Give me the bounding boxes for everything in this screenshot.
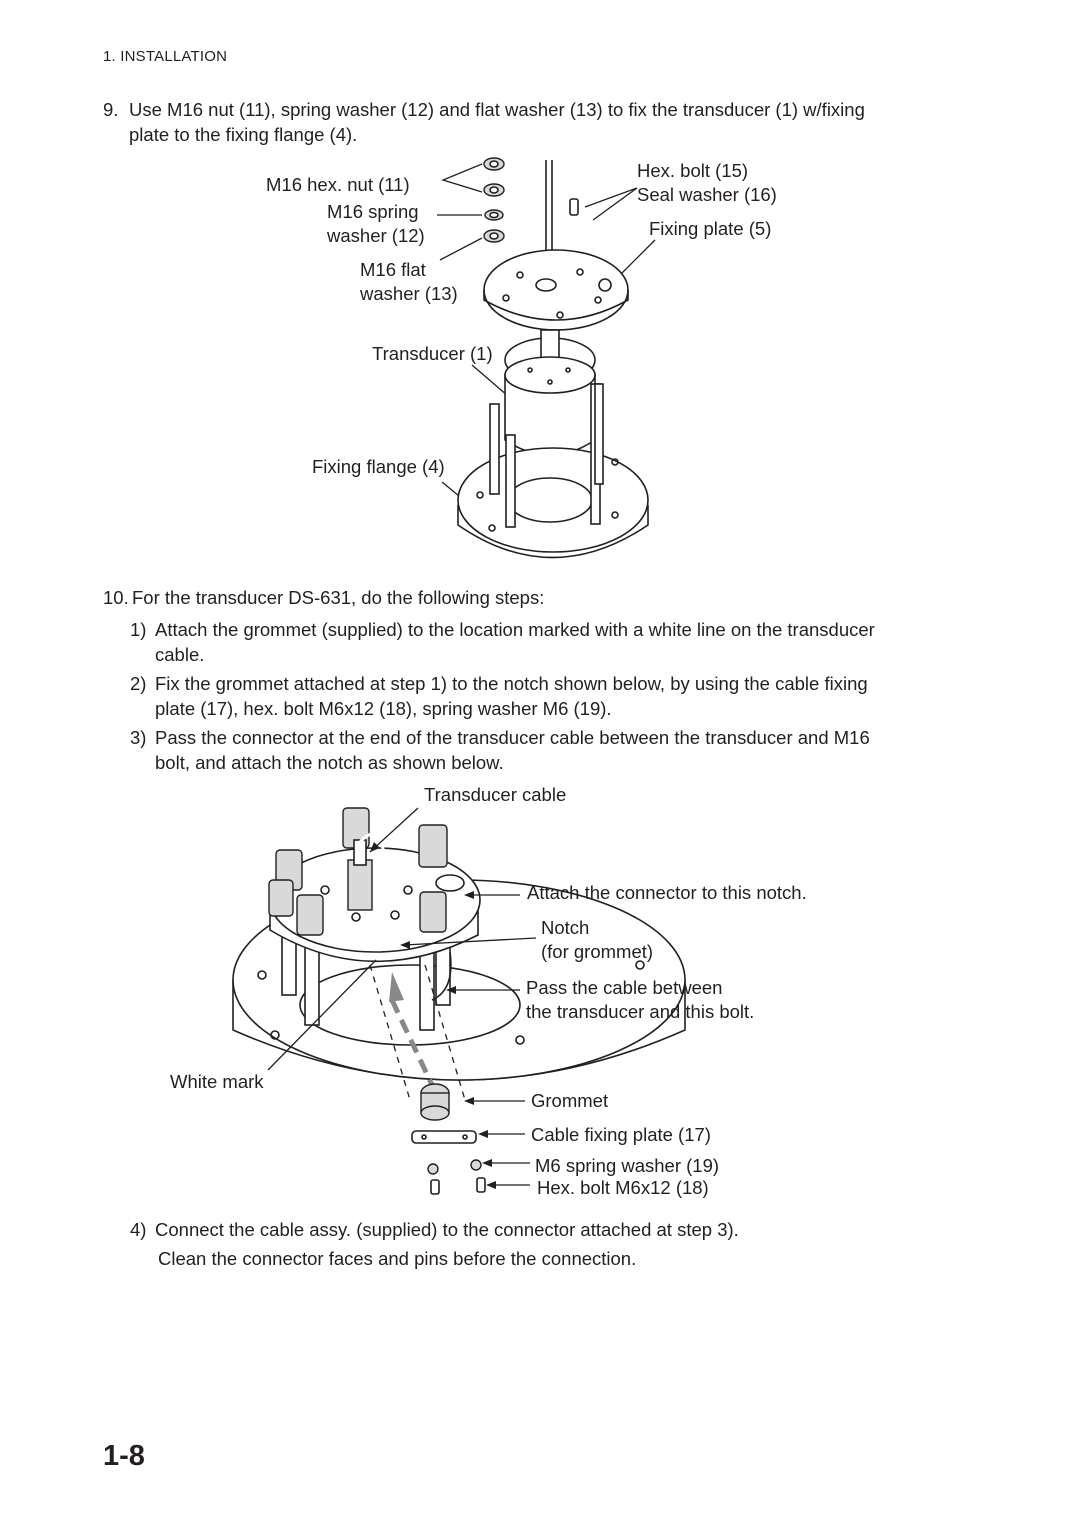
label-grommet: Grommet (531, 1090, 609, 1111)
label-notch-grommet: (for grommet) (541, 941, 654, 962)
section-header: 1. INSTALLATION (103, 48, 228, 65)
step-text-line: Use M16 nut (11), spring washer (12) and… (129, 99, 865, 120)
step-number: 9. (103, 99, 119, 120)
label-transducer: Transducer (1) (372, 343, 493, 364)
label-m16-flat-washer-2: washer (13) (360, 283, 458, 304)
substep-text-line: Fix the grommet attached at step 1) to t… (155, 673, 868, 694)
substep-text-line: Connect the cable assy. (supplied) to th… (155, 1219, 739, 1240)
substep-text-line: Pass the connector at the end of the tra… (155, 727, 870, 748)
label-pass-cable-2: the transducer and this bolt. (526, 1001, 755, 1022)
label-hex-bolt: Hex. bolt (15) (637, 160, 749, 181)
step-number: 10. (103, 587, 129, 608)
substep-number: 1) (130, 619, 147, 640)
step-text-line: plate to the fixing flange (4). (129, 124, 358, 145)
substep-3: 3) Pass the connector at the end of the … (130, 725, 970, 777)
label-transducer-cable: Transducer cable (424, 784, 567, 805)
step-9: 9. Use M16 nut (11), spring washer (12) … (103, 97, 963, 149)
substep-text-line: Attach the grommet (supplied) to the loc… (155, 619, 875, 640)
substep-1: 1) Attach the grommet (supplied) to the … (130, 617, 970, 669)
page-number: 1-8 (103, 1440, 145, 1472)
label-hex-bolt-m6: Hex. bolt M6x12 (18) (537, 1177, 709, 1198)
label-m16-nut: M16 hex. nut (11) (266, 174, 410, 195)
step-text-line: For the transducer DS-631, do the follow… (132, 587, 545, 608)
substep-4: 4) Connect the cable assy. (supplied) to… (130, 1217, 970, 1277)
substep-text-line: cable. (155, 644, 205, 665)
label-m16-spring-washer-1: M16 spring (327, 201, 419, 222)
substep-2: 2) Fix the grommet attached at step 1) t… (130, 671, 970, 723)
label-m6-spring-washer: M6 spring washer (19) (535, 1155, 720, 1176)
substep-text-line: bolt, and attach the notch as shown belo… (155, 752, 504, 773)
substep-number: 2) (130, 673, 147, 694)
step-10: 10. For the transducer DS-631, do the fo… (103, 585, 963, 611)
label-fixing-flange: Fixing flange (4) (312, 456, 445, 477)
label-seal-washer: Seal washer (16) (637, 184, 777, 205)
substep-text-line: plate (17), hex. bolt M6x12 (18), spring… (155, 698, 612, 719)
substep-number: 3) (130, 727, 147, 748)
m16-nut-stack (483, 157, 505, 243)
label-m16-spring-washer-2: washer (12) (327, 225, 425, 246)
label-attach-connector: Attach the connector to this notch. (527, 882, 807, 903)
label-white-mark: White mark (170, 1071, 264, 1092)
label-notch: Notch (541, 917, 590, 938)
label-pass-cable-1: Pass the cable between (526, 977, 723, 998)
substep-number: 4) (130, 1219, 147, 1240)
label-fixing-plate: Fixing plate (5) (649, 218, 772, 239)
substep-text-line: Clean the connector faces and pins befor… (158, 1248, 637, 1269)
label-cable-fixing-plate: Cable fixing plate (17) (531, 1124, 711, 1145)
label-m16-flat-washer-1: M16 flat (360, 259, 426, 280)
